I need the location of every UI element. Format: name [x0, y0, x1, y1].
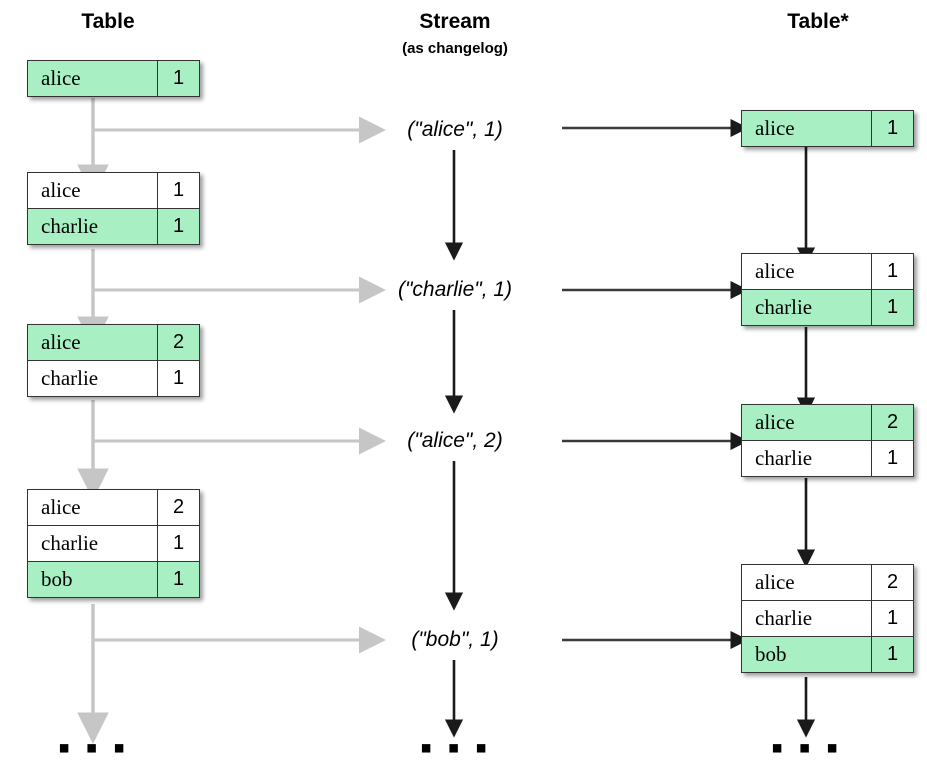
- table-cell-value: 1: [871, 440, 914, 477]
- table-cell-value: 1: [157, 561, 200, 598]
- table-cell-key: charlie: [27, 525, 158, 562]
- right-table-4: alice 2 charlie 1 bob 1: [741, 564, 914, 673]
- table-cell-value: 2: [871, 564, 914, 601]
- table-cell-key: alice: [741, 564, 872, 601]
- stream-record-2: ("charlie", 1): [397, 278, 513, 301]
- column-header-table-star: Table*: [787, 10, 849, 33]
- table-cell-key: charlie: [741, 600, 872, 637]
- table-cell-value: 1: [157, 525, 200, 562]
- table-cell-value: 1: [157, 172, 200, 209]
- table-cell-value: 1: [157, 208, 200, 245]
- left-table-2: alice 1 charlie 1: [27, 172, 200, 245]
- table-cell-key: charlie: [27, 360, 158, 397]
- table-row: alice 1: [741, 253, 914, 290]
- ellipsis-middle: ▪ ▪ ▪: [419, 729, 491, 767]
- table-cell-value: 1: [871, 600, 914, 637]
- stream-record-1: ("alice", 1): [407, 118, 503, 141]
- table-cell-value: 1: [157, 60, 200, 97]
- table-cell-value: 1: [157, 360, 200, 397]
- table-cell-key: charlie: [27, 208, 158, 245]
- table-row: alice 1: [27, 172, 200, 209]
- right-table-3: alice 2 charlie 1: [741, 404, 914, 477]
- table-cell-key: alice: [741, 253, 872, 290]
- stream-to-table-star-arrows: [562, 118, 749, 650]
- table-cell-value: 2: [157, 324, 200, 361]
- table-row: charlie 1: [741, 289, 914, 326]
- table-cell-key: alice: [27, 324, 158, 361]
- table-row: charlie 1: [27, 360, 200, 397]
- table-cell-key: alice: [741, 404, 872, 441]
- table-cell-key: bob: [741, 636, 872, 673]
- table-cell-key: charlie: [741, 440, 872, 477]
- table-row: bob 1: [741, 636, 914, 673]
- right-table-2: alice 1 charlie 1: [741, 253, 914, 326]
- left-table-1: alice 1: [27, 60, 200, 97]
- ellipsis-right: ▪ ▪ ▪: [770, 729, 842, 767]
- column-subheader-stream: (as changelog): [402, 40, 508, 57]
- ellipsis-left: ▪ ▪ ▪: [57, 729, 129, 767]
- table-row: charlie 1: [27, 525, 200, 562]
- table-row: charlie 1: [27, 208, 200, 245]
- table-row: alice 2: [741, 564, 914, 601]
- table-cell-value: 1: [871, 110, 914, 147]
- stream-record-4: ("bob", 1): [411, 628, 499, 651]
- table-cell-key: alice: [27, 60, 158, 97]
- table-cell-value: 1: [871, 289, 914, 326]
- table-row: alice 1: [741, 110, 914, 147]
- table-cell-value: 2: [157, 489, 200, 526]
- column-header-stream: Stream: [419, 10, 491, 33]
- table-cell-key: alice: [741, 110, 872, 147]
- table-cell-value: 2: [871, 404, 914, 441]
- left-table-3: alice 2 charlie 1: [27, 324, 200, 397]
- table-cell-key: alice: [27, 172, 158, 209]
- right-table-1: alice 1: [741, 110, 914, 147]
- table-row: alice 2: [741, 404, 914, 441]
- table-cell-key: alice: [27, 489, 158, 526]
- table-row: bob 1: [27, 561, 200, 598]
- table-row: alice 2: [27, 324, 200, 361]
- table-row: alice 1: [27, 60, 200, 97]
- table-row: charlie 1: [741, 600, 914, 637]
- table-cell-value: 1: [871, 636, 914, 673]
- table-cell-key: bob: [27, 561, 158, 598]
- table-to-stream-arrows: [93, 116, 386, 654]
- table-row: charlie 1: [741, 440, 914, 477]
- table-cell-value: 1: [871, 253, 914, 290]
- stream-record-3: ("alice", 2): [407, 429, 503, 452]
- table-cell-key: charlie: [741, 289, 872, 326]
- left-table-4: alice 2 charlie 1 bob 1: [27, 489, 200, 598]
- table-row: alice 2: [27, 489, 200, 526]
- column-header-table: Table: [81, 10, 135, 33]
